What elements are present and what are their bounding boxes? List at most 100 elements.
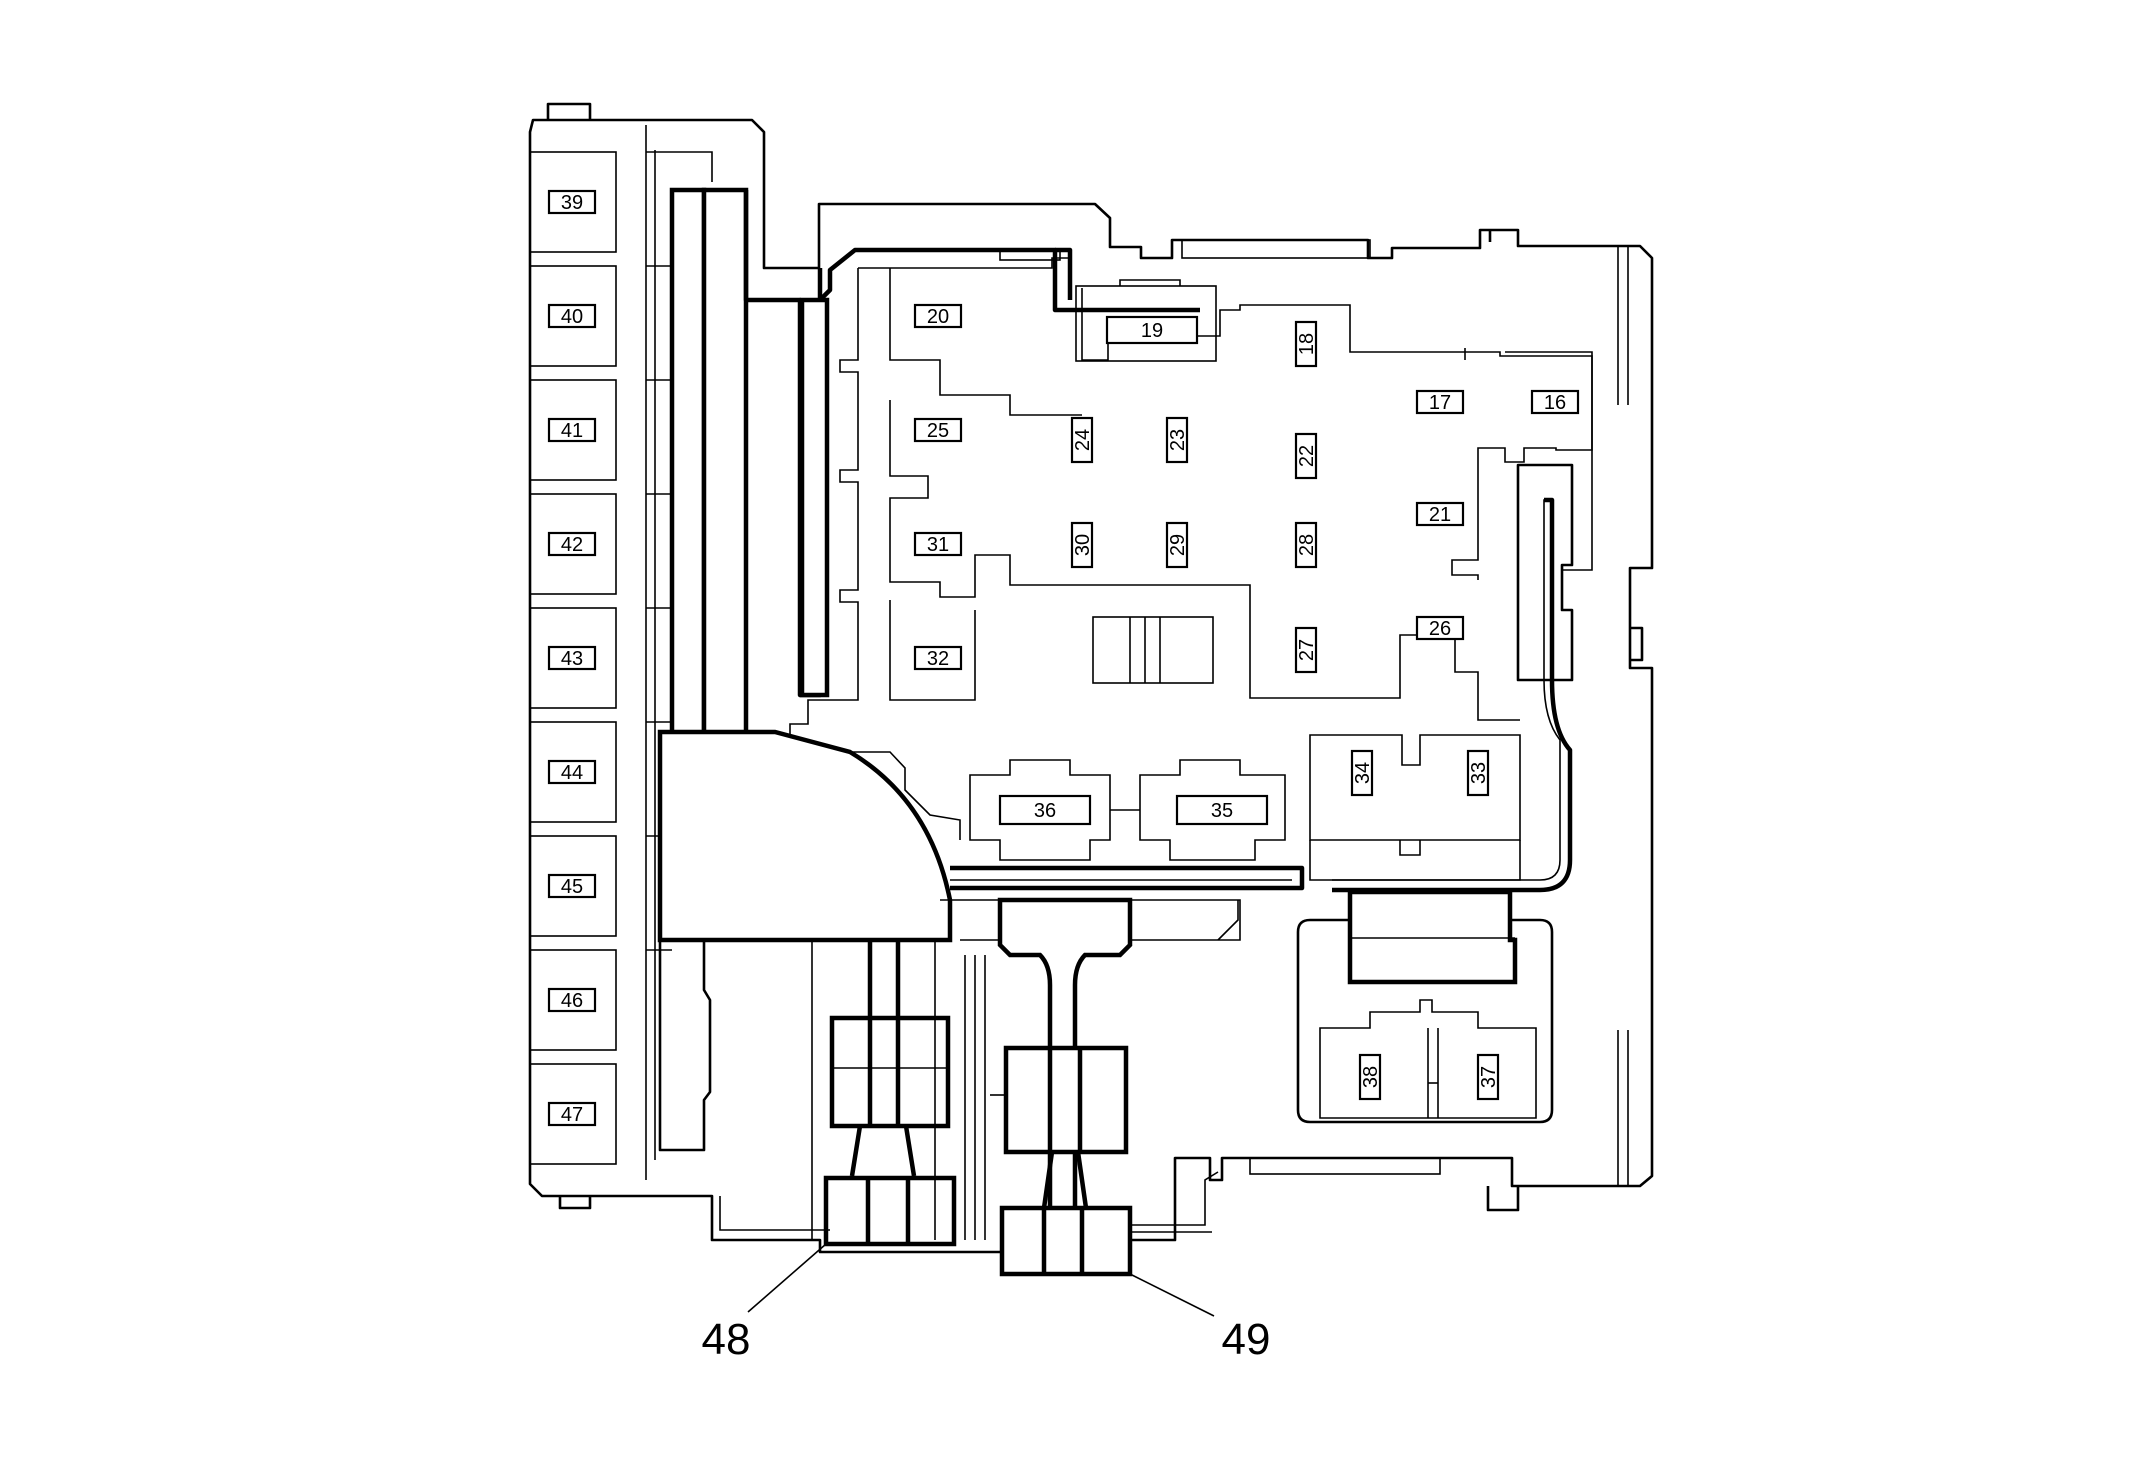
inner-panel-outline xyxy=(789,257,1593,881)
fuse-25-frame xyxy=(913,417,963,443)
fuse-37-label: 37 xyxy=(1478,1066,1500,1088)
fuse-17-frame xyxy=(1415,389,1465,415)
fuse-42-label: 42 xyxy=(561,534,583,556)
fuse-32: 32 xyxy=(913,645,963,671)
fuse-33-label: 33 xyxy=(1468,762,1490,784)
fuse-31: 31 xyxy=(913,531,963,557)
callout-48-leader xyxy=(747,1243,827,1313)
fuse-18-frame xyxy=(1294,320,1318,368)
fuse-42-frame xyxy=(547,531,597,557)
fuse-31-label: 31 xyxy=(927,534,949,556)
fuse-39-label: 39 xyxy=(561,192,583,214)
fuse-32-label: 32 xyxy=(927,648,949,670)
fuse-27-label: 27 xyxy=(1296,639,1318,661)
callout-49-leader xyxy=(1129,1273,1215,1317)
fuse-35: 35 xyxy=(1175,794,1269,826)
fuse-43-label: 43 xyxy=(561,648,583,670)
fuse-38: 38 xyxy=(1358,1053,1382,1101)
callouts: 48 49 xyxy=(702,1243,1271,1364)
fuse-23-label: 23 xyxy=(1167,429,1189,451)
fuse-44: 44 xyxy=(547,759,597,785)
fuse-36: 36 xyxy=(998,794,1092,826)
fuse-21-frame xyxy=(1415,501,1465,527)
fuse-21-label: 21 xyxy=(1429,504,1451,526)
fuse-37-frame xyxy=(1476,1053,1500,1101)
fuse-46-frame xyxy=(547,987,597,1013)
fuse-47-frame xyxy=(547,1101,597,1127)
fuse-39: 39 xyxy=(547,189,597,215)
fuse-22: 22 xyxy=(1294,432,1318,480)
fuse-16-label: 16 xyxy=(1544,392,1566,414)
fuse-46: 46 xyxy=(547,987,597,1013)
fuse-16-frame xyxy=(1530,389,1580,415)
fuse-45-frame xyxy=(547,873,597,899)
fuse-17: 17 xyxy=(1415,389,1465,415)
fuse-21: 21 xyxy=(1415,501,1465,527)
fuse-22-frame xyxy=(1294,432,1318,480)
fuse-24-frame xyxy=(1070,416,1094,464)
fuse-25-label: 25 xyxy=(927,420,949,442)
fuse-45: 45 xyxy=(547,873,597,899)
fuse-34: 34 xyxy=(1350,749,1374,797)
fuse-30-label: 30 xyxy=(1072,534,1094,556)
fuse-47-label: 47 xyxy=(561,1104,583,1126)
fuse-35-label: 35 xyxy=(1211,800,1233,822)
fuse-44-frame xyxy=(547,759,597,785)
fuse-34-frame xyxy=(1350,749,1374,797)
fuse-28-frame xyxy=(1294,521,1318,569)
fuse-30-frame xyxy=(1070,521,1094,569)
fuse-37: 37 xyxy=(1476,1053,1500,1101)
lower-assembly xyxy=(657,729,1305,1277)
fuse-25: 25 xyxy=(913,417,963,443)
left-fuse-column xyxy=(529,125,713,1180)
fuse-34-label: 34 xyxy=(1352,762,1374,784)
callout-48-label: 48 xyxy=(702,1315,751,1364)
fuse-labels: 16 17 18 19 20 21 22 23 24 25 26 27 28 29 30 31 32 33 34 35… xyxy=(547,189,1580,1127)
fuse-33-frame xyxy=(1466,749,1490,797)
fuse-26-label: 26 xyxy=(1429,618,1451,640)
fuse-43: 43 xyxy=(547,645,597,671)
right-cable xyxy=(1332,463,1574,893)
fuse-28-label: 28 xyxy=(1296,534,1318,556)
fuse-24-label: 24 xyxy=(1072,429,1094,451)
relay-module xyxy=(1296,889,1554,1124)
callout-49-label: 49 xyxy=(1222,1315,1271,1364)
fuse-22-label: 22 xyxy=(1296,445,1318,467)
fuse-32-frame xyxy=(913,645,963,671)
fuse-19: 19 xyxy=(1105,315,1199,345)
fuse-18: 18 xyxy=(1294,320,1318,368)
fuse-26: 26 xyxy=(1415,615,1465,641)
fuse-29-frame xyxy=(1165,521,1189,569)
fuse-41: 41 xyxy=(547,417,597,443)
fuse-47: 47 xyxy=(547,1101,597,1127)
fuse-26-frame xyxy=(1415,615,1465,641)
fuse-42: 42 xyxy=(547,531,597,557)
fuse-27: 27 xyxy=(1294,626,1318,674)
fuse-41-label: 41 xyxy=(561,420,583,442)
fuse-16: 16 xyxy=(1530,389,1580,415)
fuse-24: 24 xyxy=(1070,416,1094,464)
fuse-19-frame xyxy=(1105,315,1199,345)
fuse-20-frame xyxy=(913,303,963,329)
fuse-41-frame xyxy=(547,417,597,443)
fuse-33: 33 xyxy=(1466,749,1490,797)
fuse-39-frame xyxy=(547,189,597,215)
fuse-29: 29 xyxy=(1165,521,1189,569)
fuse-19-label: 19 xyxy=(1141,320,1163,342)
fuse-43-frame xyxy=(547,645,597,671)
fuse-38-frame xyxy=(1358,1053,1382,1101)
fuse-38-label: 38 xyxy=(1360,1066,1382,1088)
fuse-28: 28 xyxy=(1294,521,1318,569)
fuse-20: 20 xyxy=(913,303,963,329)
fuse-36-label: 36 xyxy=(1034,800,1056,822)
fuse-40: 40 xyxy=(547,303,597,329)
fuse-40-frame xyxy=(547,303,597,329)
fuse-45-label: 45 xyxy=(561,876,583,898)
fuse-40-label: 40 xyxy=(561,306,583,328)
fuse-23: 23 xyxy=(1165,416,1189,464)
fuse-20-label: 20 xyxy=(927,306,949,328)
fuse-46-label: 46 xyxy=(561,990,583,1012)
fuse-35-frame xyxy=(1175,794,1269,826)
fuse-17-label: 17 xyxy=(1429,392,1451,414)
